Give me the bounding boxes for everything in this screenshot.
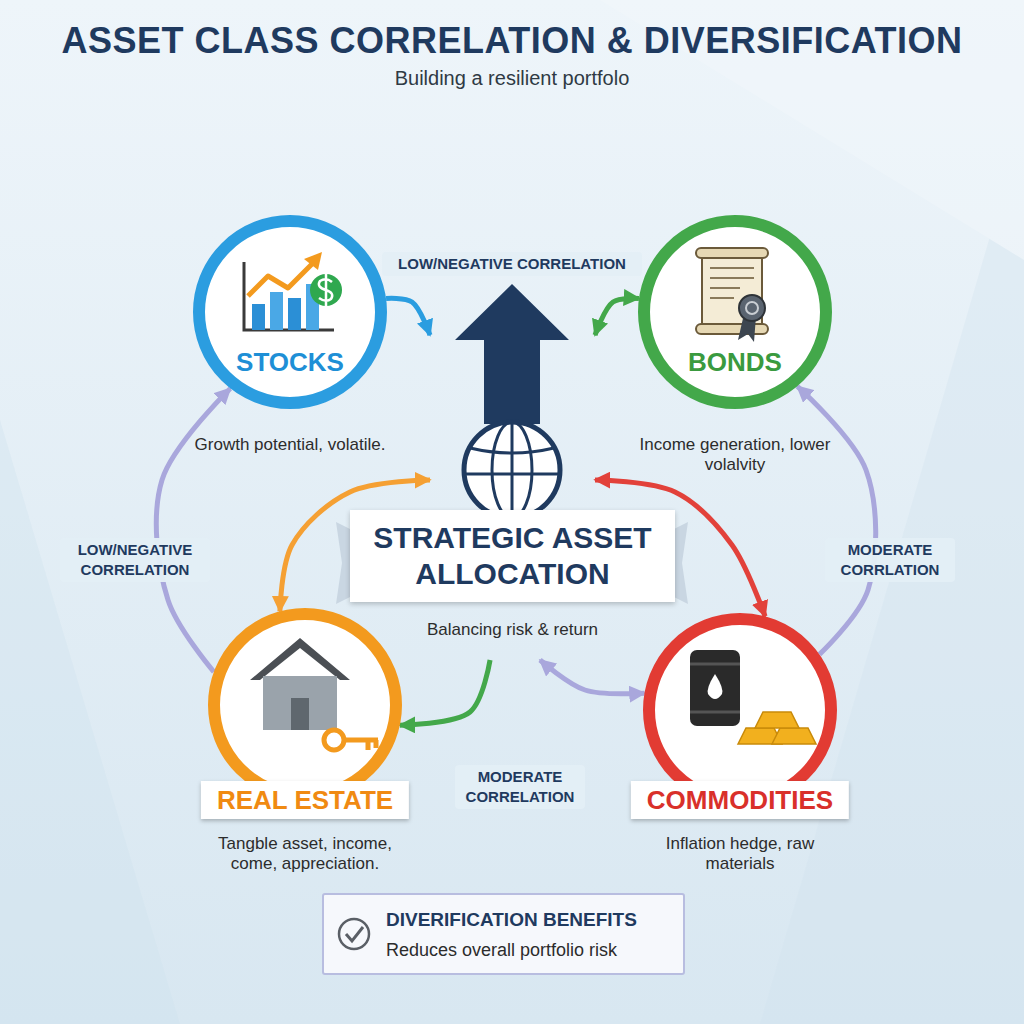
asset-heading: BONDS bbox=[688, 347, 782, 377]
correlation-arrow bbox=[540, 660, 644, 694]
correlation-label: LOW/NEGATIVE CORRELATION bbox=[382, 252, 642, 276]
commodities-icon bbox=[690, 650, 816, 744]
asset-description: Income generation, lower volalvity bbox=[625, 435, 845, 475]
asset-ribbon: COMMODITIES bbox=[631, 781, 849, 819]
asset-description: Tangble asset, income, come, appreciatio… bbox=[195, 834, 415, 874]
circle-outline bbox=[643, 613, 837, 807]
growth-arrow bbox=[455, 284, 569, 424]
asset-circle: BONDSIncome generation, lower volalvity bbox=[638, 215, 832, 409]
correlation-arrow bbox=[156, 388, 230, 671]
correlation-arrow bbox=[386, 298, 430, 335]
asset-description: Growth potential, volatile. bbox=[190, 435, 390, 455]
correlation-label: LOW/NEGATIVE CORRELATION bbox=[60, 538, 210, 582]
bonds-icon bbox=[696, 248, 768, 342]
asset-circle: STOCKSGrowth potential, volatile. bbox=[193, 215, 387, 409]
stocks-icon bbox=[244, 252, 342, 330]
benefits-heading: DIVERIFICATION BENEFITS bbox=[386, 909, 676, 931]
correlation-arrow bbox=[797, 386, 875, 654]
circle-grounds bbox=[199, 221, 831, 801]
subtitle: Building a resilient portfolo bbox=[212, 66, 812, 90]
title: ASSET CLASS CORRELATION & DIVERSIFICATIO… bbox=[61, 20, 962, 62]
circle-outline bbox=[638, 215, 832, 409]
asset-circle: REAL ESTATETangble asset, income, come, … bbox=[208, 608, 402, 802]
globe-icon bbox=[464, 422, 560, 518]
circle-border bbox=[199, 221, 381, 403]
allocation-hub: STRATEGIC ASSET ALLOCATIONBalancing risk… bbox=[430, 280, 595, 660]
asset-circle: COMMODITIESInflation hedge, raw material… bbox=[643, 613, 837, 807]
asset-description: Inflation hedge, raw materials bbox=[635, 834, 845, 874]
correlation-label: MODERATE CORRLATION bbox=[825, 538, 955, 582]
benefits-box-fill bbox=[323, 894, 684, 974]
hub-banner: STRATEGIC ASSET ALLOCATION bbox=[350, 510, 675, 602]
asset-heading: STOCKS bbox=[236, 347, 344, 377]
check-icon bbox=[339, 919, 369, 949]
correlation-label: MODERATE CORRELATION bbox=[455, 765, 585, 809]
circle-outline bbox=[208, 608, 402, 802]
correlation-arrow bbox=[400, 660, 490, 725]
circle-border bbox=[214, 614, 396, 796]
circle-border bbox=[649, 619, 831, 801]
circle-border bbox=[644, 221, 826, 403]
asset-ribbon: REAL ESTATE bbox=[201, 781, 409, 819]
correlation-arrow bbox=[595, 298, 639, 335]
benefits-text: Reduces overall portfolio risk bbox=[386, 939, 676, 961]
real-estate-icon bbox=[250, 638, 378, 750]
hub-subtitle: Balancing risk & return bbox=[390, 620, 635, 640]
benefits-box: DIVERIFICATION BENEFITS Reduces overall p… bbox=[322, 893, 685, 975]
circle-outline bbox=[193, 215, 387, 409]
